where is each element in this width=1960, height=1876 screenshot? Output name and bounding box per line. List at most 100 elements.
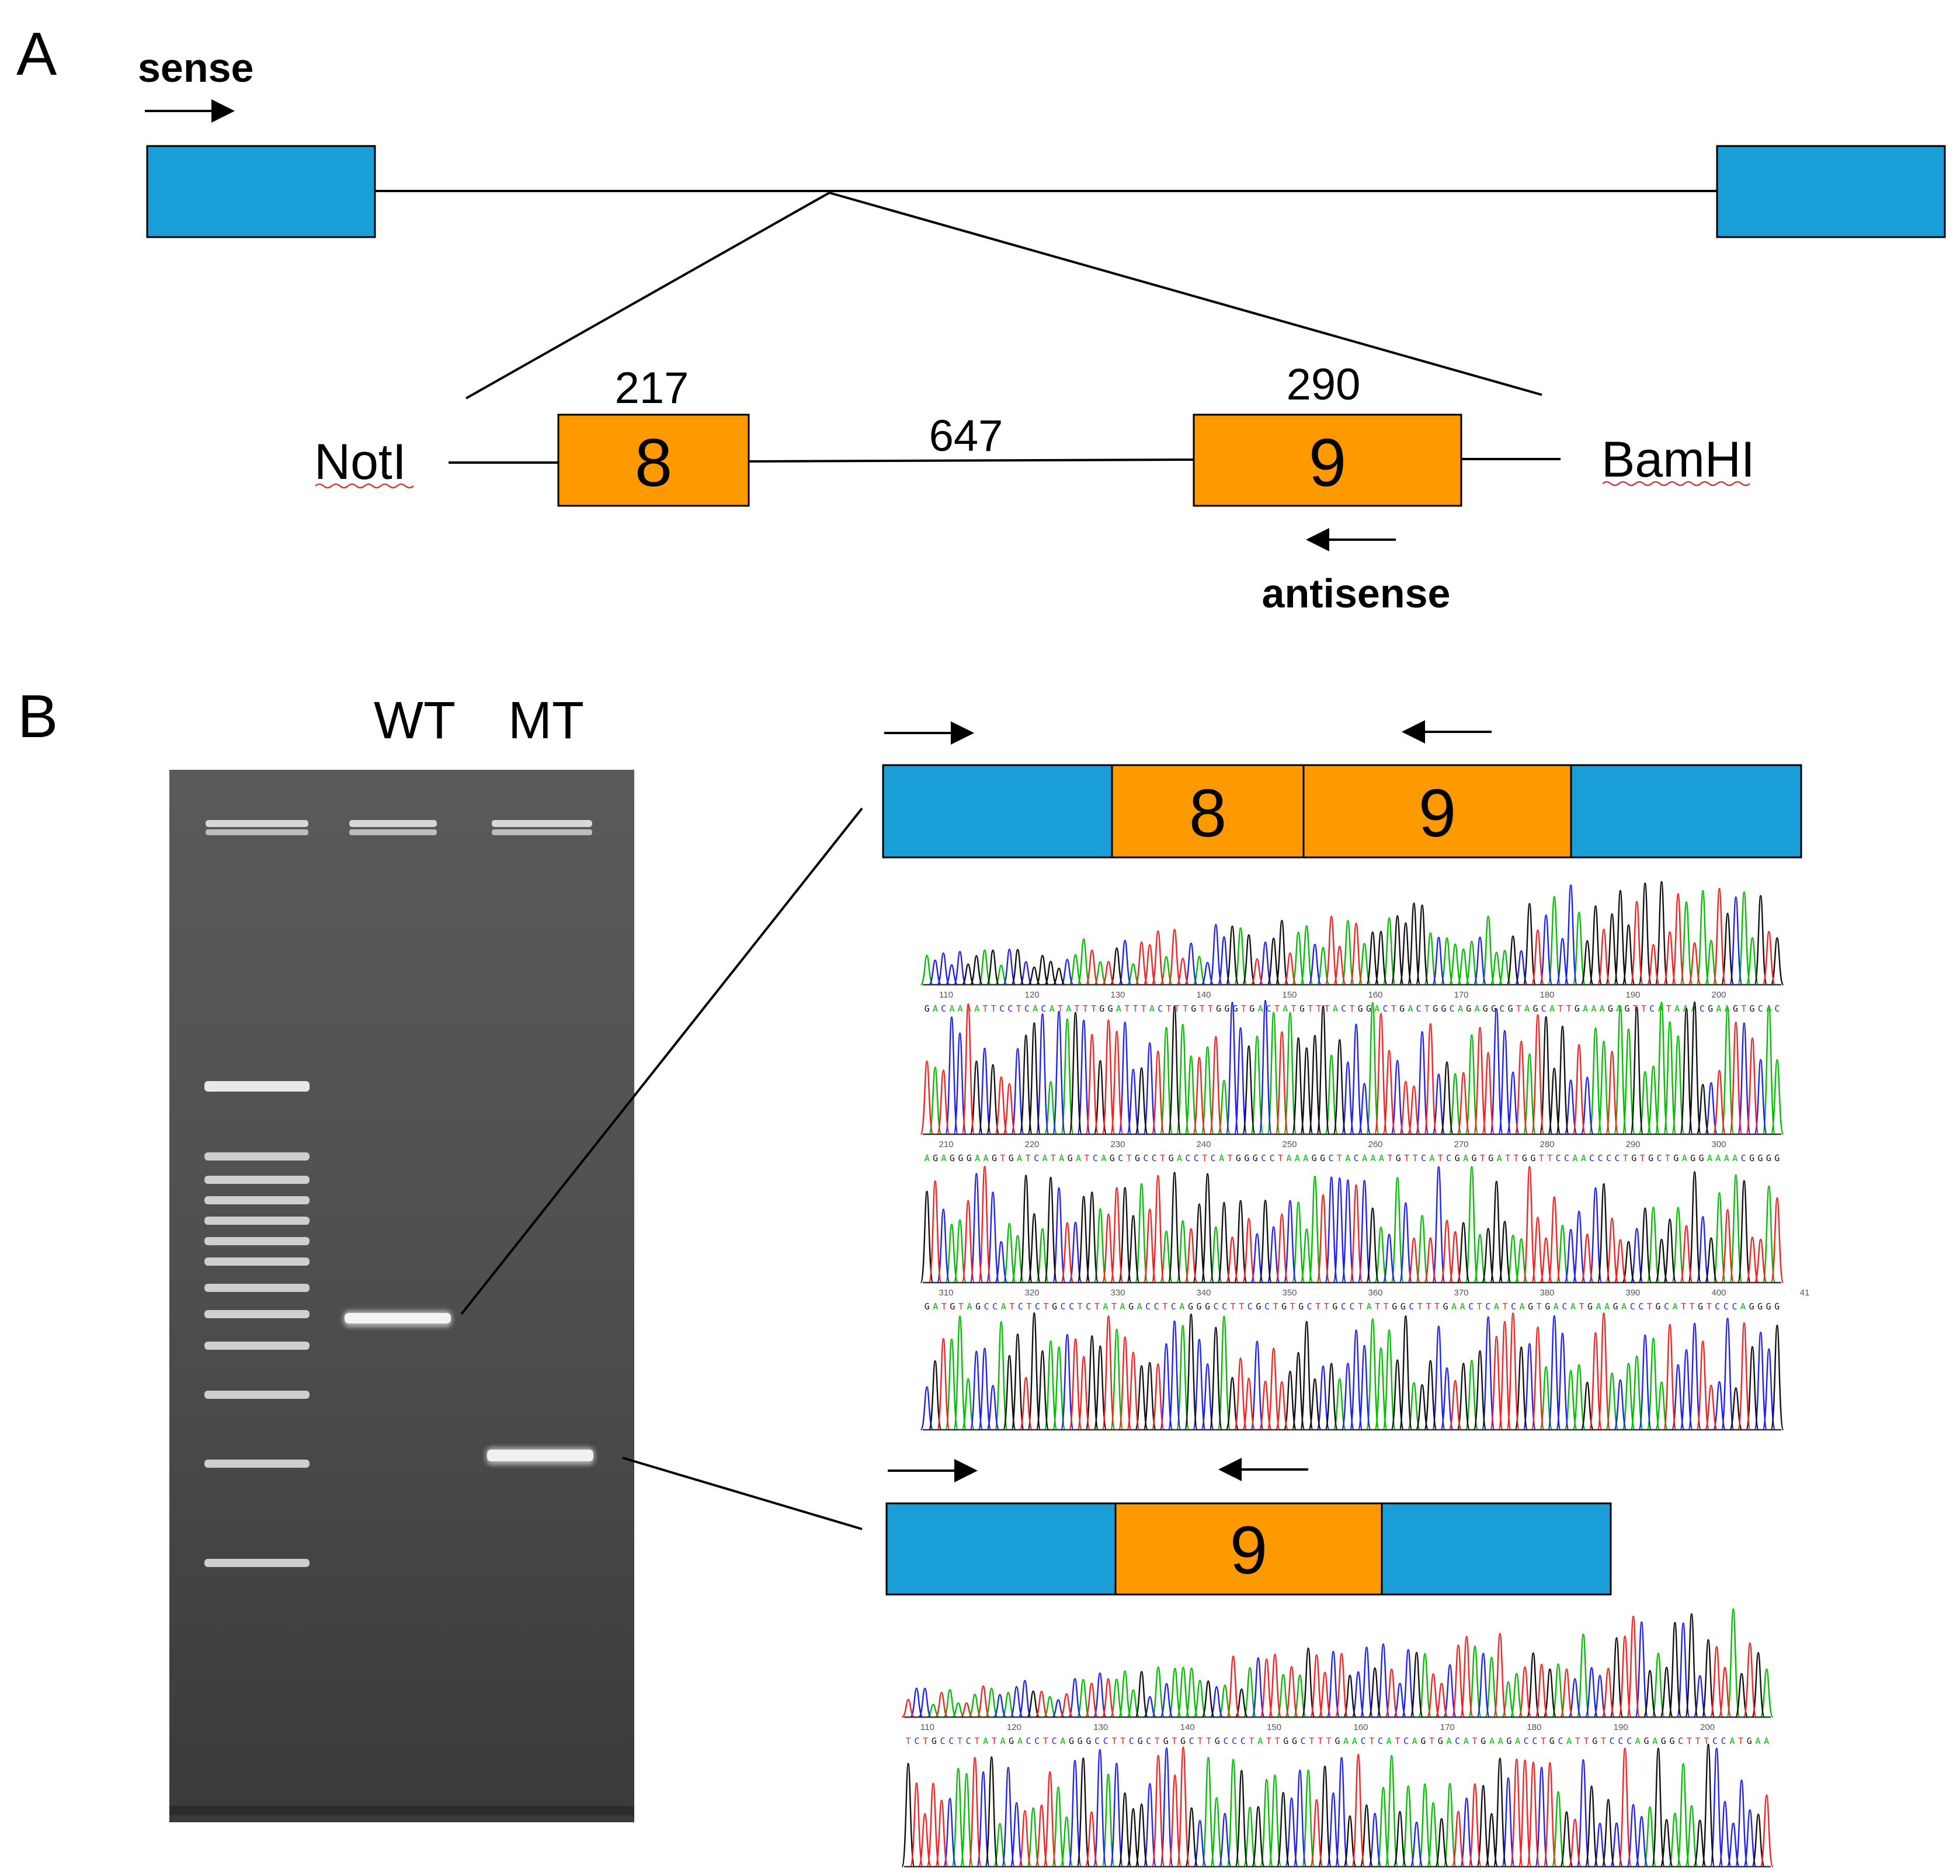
chromatogram-base-call: A [1554, 1301, 1559, 1312]
chromatogram-base-call: G [1613, 1301, 1618, 1312]
chromatogram-base-call: C [1558, 1736, 1563, 1746]
chromatogram-tick-label: 320 [1024, 1288, 1039, 1298]
agarose-gel [169, 770, 634, 1822]
chromatogram-base-call: C [1307, 1301, 1312, 1312]
ladder-band [204, 1257, 310, 1266]
chromatogram-base-call: A [1621, 1301, 1627, 1312]
wt-exon-8-number: 8 [1189, 775, 1227, 851]
chromatogram-base-call: G [1481, 1736, 1486, 1746]
chromatogram-base-call: C [1649, 1003, 1655, 1014]
chromatogram-base-call: T [1083, 1003, 1088, 1014]
mt-exon-9 [1114, 1502, 1383, 1596]
chromatogram-trace [936, 1166, 1710, 1284]
chromatogram-tick-label: 370 [1454, 1288, 1468, 1298]
chromatogram-base-call: C [1485, 1301, 1490, 1312]
chromatogram-base-call: T [1375, 1301, 1380, 1312]
chromatogram-base-call: A [1257, 1003, 1263, 1014]
chromatogram-base-call: T [1316, 1003, 1321, 1014]
chromatogram-base-call: C [1214, 1301, 1219, 1312]
chromatogram-base-call: T [1516, 1003, 1521, 1014]
chromatogram-base-call: A [1581, 1153, 1586, 1163]
chromatogram-base-call: C [1158, 1003, 1163, 1014]
chromatogram-tick-label: 190 [1625, 990, 1640, 1000]
chromatogram-base-call: T [1579, 1301, 1584, 1312]
chromatogram-tick-label: 270 [1454, 1140, 1468, 1149]
insert-expansion-line-right [829, 192, 1542, 396]
chromatogram-base-call: A [1408, 1003, 1413, 1014]
ladder-band [204, 1342, 310, 1350]
chromatogram-base-call: C [1499, 1003, 1504, 1014]
chromatogram-base-call: T [1601, 1736, 1606, 1746]
chromatogram-base-call: T [1575, 1736, 1580, 1746]
chromatogram-base-call: A [1494, 1301, 1499, 1312]
chromatogram-base-call: T [982, 1003, 988, 1014]
chromatogram-base-call: A [1489, 1736, 1495, 1746]
chromatogram-base-call: C [1700, 1003, 1705, 1014]
chromatogram-tick-label: 280 [1539, 1140, 1554, 1149]
chromatogram-base-call: G [1648, 1153, 1653, 1163]
chromatogram-base-call: C [1211, 1153, 1216, 1163]
chromatogram-base-call: T [1434, 1301, 1440, 1312]
chromatogram-base-call: A [1498, 1736, 1503, 1746]
chromatogram-base-call: G [1749, 1301, 1754, 1312]
chromatogram-trace [928, 1166, 1784, 1284]
chromatogram-base-call: T [1472, 1736, 1478, 1746]
chromatogram-base-call: G [1455, 1153, 1460, 1163]
chromatogram-base-call: T [1324, 1301, 1329, 1312]
chromatogram-base-call: C [1061, 1301, 1066, 1312]
chromatogram-base-call: G [1747, 1736, 1752, 1746]
chromatogram-base-call: T [1120, 1736, 1125, 1746]
chromatogram-base-call: G [1441, 1003, 1446, 1014]
chromatogram-base-call: A [1674, 1003, 1680, 1014]
insert-intron-line [748, 458, 1194, 463]
ladder-band [204, 1284, 310, 1292]
chromatogram-base-call: T [1690, 1301, 1695, 1312]
chromatogram-base-call: T [1541, 1736, 1546, 1746]
chromatogram-tick-label: 330 [1110, 1288, 1125, 1298]
chromatogram-base-call: C [1194, 1153, 1199, 1163]
chromatogram-base-call: T [1413, 1153, 1418, 1163]
chromatogram-base-call: A [1295, 1153, 1300, 1163]
chromatogram-base-call: T [1160, 1153, 1165, 1163]
chromatogram-tick-label: 180 [1527, 1722, 1541, 1732]
exon-8-box [557, 414, 750, 507]
chromatogram-base-call: T [1395, 1736, 1400, 1746]
chromatogram-trace [920, 1315, 1776, 1431]
chromatogram-base-call: T [1009, 1301, 1014, 1312]
chromatogram-base-call: C [1035, 1301, 1040, 1312]
chromatogram-tick-label: 150 [1282, 990, 1297, 1000]
chromatogram-base-call: T [1084, 1153, 1089, 1163]
chromatogram-base-call: T [1325, 1003, 1330, 1014]
chromatogram-base-call: A [1370, 1153, 1375, 1163]
chromatogram-base-call: T [1707, 1301, 1712, 1312]
chromatogram-base-call: G [950, 1153, 955, 1163]
chromatogram-base-call: T [1249, 1736, 1254, 1746]
chromatogram-base-call: C [966, 1736, 971, 1746]
chromatogram-base-call: C [1247, 1301, 1253, 1312]
chromatogram-base-call: A [1673, 1301, 1678, 1312]
ladder-band [204, 1460, 310, 1468]
chromatogram-base-call: A [1463, 1153, 1468, 1163]
chromatogram-base-call: G [1399, 1003, 1405, 1014]
chromatogram-base-call: T [1480, 1153, 1485, 1163]
chromatogram-base-call: A [1604, 1301, 1610, 1312]
chromatogram-base-call: C [1562, 1301, 1567, 1312]
chromatogram-base-call: A [1572, 1153, 1577, 1163]
chromatogram-base-call: A [1729, 1736, 1735, 1746]
chromatogram-base-call: G [1749, 1003, 1754, 1014]
chromatogram-base-call: A [1740, 1301, 1746, 1312]
chromatogram-tick-label: 400 [1711, 1288, 1726, 1298]
noti-spellcheck-squiggle [315, 483, 414, 489]
chromatogram-base-call: G [1298, 1301, 1304, 1312]
gel-wells [206, 820, 592, 835]
chromatogram-base-call: A [1101, 1153, 1106, 1163]
chromatogram-base-call: G [1471, 1153, 1476, 1163]
chromatogram-base-call: G [1624, 1003, 1629, 1014]
chromatogram-base-call: A [1652, 1736, 1657, 1746]
chromatogram-base-call: T [1641, 1003, 1646, 1014]
ladder-band [204, 1081, 310, 1092]
chromatogram-base-call: A [1017, 1736, 1023, 1746]
chromatogram-base-call: T [1094, 1301, 1100, 1312]
chromatogram-trace [928, 1002, 1784, 1135]
